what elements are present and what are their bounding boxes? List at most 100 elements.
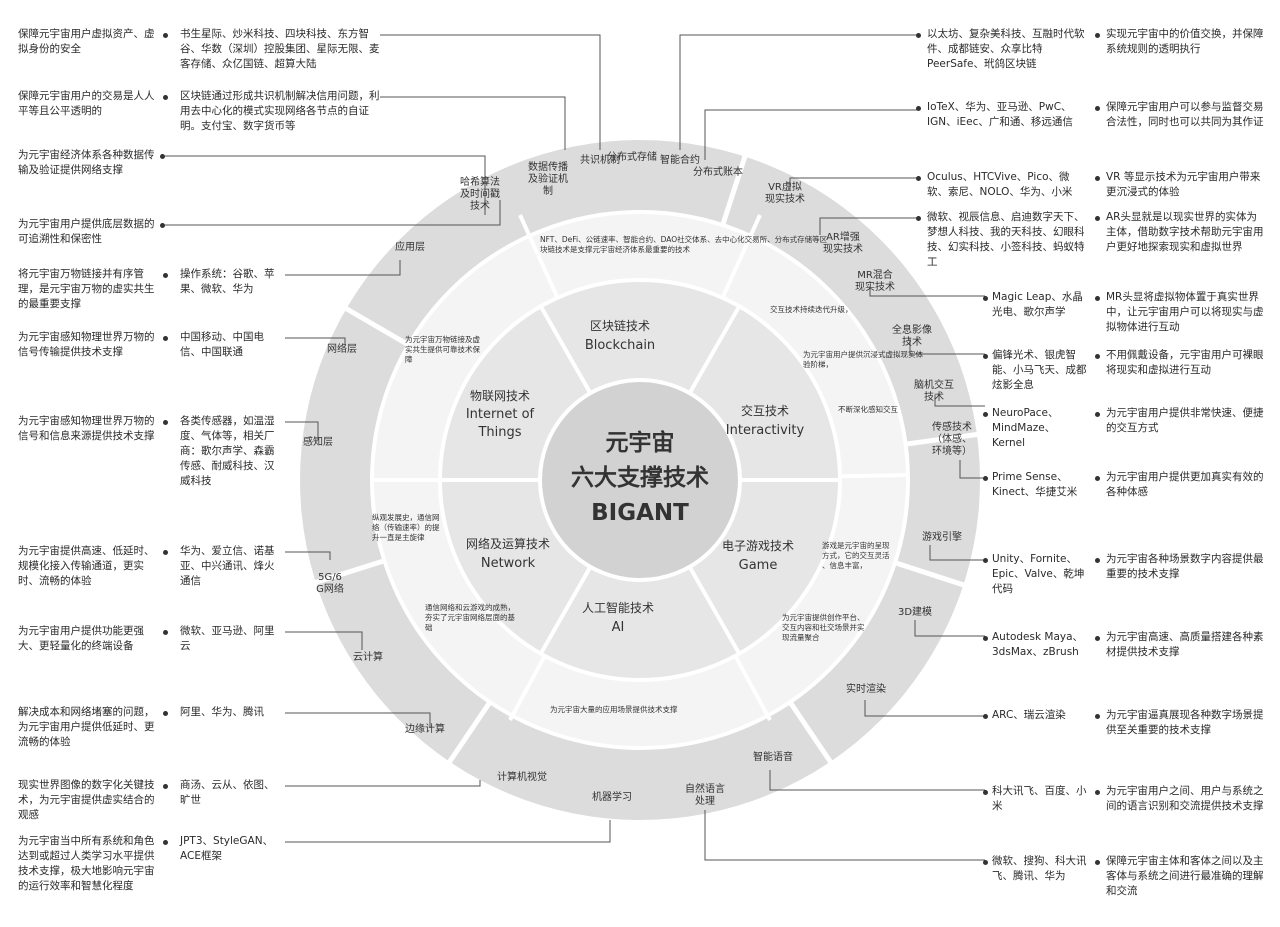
- outer-segment-10: 脑机交互技术: [914, 378, 954, 403]
- bullet-dot: [163, 273, 168, 278]
- outer-segment-4: 智能合约: [660, 153, 700, 166]
- bullet-dot: [916, 33, 921, 38]
- bullet-dot: [916, 216, 921, 221]
- inner-note-interactivity_1: 交互技术持续迭代升级，: [770, 304, 853, 314]
- bullet-dot: [160, 154, 165, 159]
- right-purpose-10: 为元宇宙高速、高质量搭建各种素材提供技术支撑: [1106, 631, 1264, 658]
- inner-notes: NFT、DeFi、公链速率、智能合约、DAO社交体系、去中心化交易所、分布式存储…: [372, 234, 923, 714]
- right-purpose-4: AR头显就是以现实世界的实体为主体，借助数字技术帮助元宇宙用户更好地探索现实和虚…: [1106, 211, 1264, 253]
- bullet-dot: [983, 790, 988, 795]
- bullet-dot: [983, 476, 988, 481]
- right-companies-13: 微软、搜狗、科大讯飞、腾讯、华为: [992, 855, 1087, 882]
- core-tech-cn-4: 网络及运算技术: [466, 536, 550, 551]
- bullet-dot: [160, 223, 165, 228]
- bullet-dot: [983, 296, 988, 301]
- core-tech-en-0: Blockchain: [585, 338, 655, 353]
- right-purpose-12: 为元宇宙用户之间、用户与系统之间的语言识别和交流提供技术支撑: [1106, 785, 1264, 812]
- outer-segment-24: 应用层: [395, 240, 425, 253]
- left-purpose-12: 为元宇宙当中所有系统和角色达到或超过人类学习水平提供技术支撑，极大地影响元宇宙的…: [18, 835, 155, 892]
- bullet-dot: [983, 860, 988, 865]
- core-tech-labels: 区块链技术 Blockchain 交互技术 Interactivity 电子游戏技术 Ga…: [466, 318, 805, 635]
- outer-segment-19: 边缘计算: [405, 722, 445, 735]
- right-purpose-11: 为元宇宙逼真展现各种数字场景提供至关重要的技术支撑: [1106, 709, 1264, 736]
- outer-segment-20: 云计算: [353, 650, 383, 663]
- left-companies-6: 中国移动、中国电信、中国联通: [180, 331, 264, 358]
- right-companies-8: Prime Sense、Kinect、华捷艾米: [992, 471, 1078, 498]
- left-purpose-6: 为元宇宙感知物理世界万物的信号传输提供技术支撑: [18, 331, 155, 358]
- left-companies-2: 区块链通过形成共识机制解决信用问题，利用去中心化的模式实现网络各节点的自证明。支…: [180, 90, 380, 132]
- inner-note-network_1: 纵观发展史，通信网络（传输速率）的提升一直是主旋律: [372, 512, 440, 542]
- outer-segment-18: 计算机视觉: [497, 770, 547, 783]
- outer-segment-labels: 哈希算法及时间戳技术数据传播及验证机制共识机制分布式存储智能合约分布式账本VR虚…: [303, 150, 972, 807]
- outer-segment-15: 智能语音: [753, 750, 793, 763]
- bullet-dot: [163, 630, 168, 635]
- core-tech-cn-2: 电子游戏技术: [722, 539, 794, 553]
- right-purpose-3: VR 等显示技术为元宇宙用户带来更沉浸式的体验: [1106, 171, 1261, 198]
- outer-segment-2: 共识机制: [580, 153, 620, 166]
- bullet-dot: [983, 354, 988, 359]
- bullet-dot: [1095, 33, 1100, 38]
- bullet-dot: [1095, 860, 1100, 865]
- outer-segment-5: 分布式账本: [693, 165, 743, 178]
- core-tech-en-4: Network: [481, 556, 536, 571]
- right-companies-9: Unity、Fornite、Epic、Valve、乾坤代码: [992, 553, 1085, 595]
- right-companies-7: NeuroPace、MindMaze、Kernel: [992, 407, 1059, 449]
- center-circle: [538, 378, 742, 582]
- bullet-dot: [916, 176, 921, 181]
- left-companies-5: 操作系统：谷歌、苹果、微软、华为: [180, 268, 275, 295]
- right-purpose-7: 为元宇宙用户提供非常快速、便捷的交互方式: [1106, 407, 1264, 434]
- center-title-line3: BIGANT: [591, 500, 689, 526]
- core-tech-en-2: Game: [739, 558, 778, 573]
- outer-segment-3: 分布式存储: [607, 150, 657, 163]
- outer-segment-1: 数据传播及验证机制: [528, 160, 568, 197]
- right-purpose-1: 实现元宇宙中的价值交换，并保障系统规则的透明执行: [1106, 28, 1264, 55]
- right-purpose-5: MR头显将虚拟物体置于真实世界中，让元宇宙用户可以将现实与虚拟物体进行互动: [1106, 291, 1264, 333]
- right-companies-11: ARC、瑞云渲染: [992, 709, 1066, 721]
- bullet-dot: [1095, 790, 1100, 795]
- bullet-dot: [1095, 176, 1100, 181]
- bullet-dot: [163, 33, 168, 38]
- outer-segment-13: 3D建模: [898, 605, 932, 618]
- inner-note-interactivity_2: 为元宇宙用户提供沉浸式虚拟现实体验阶梯，: [803, 349, 923, 369]
- inner-note-network_2: 通信网络和云游戏的成熟，夯实了元宇宙网络层面的基础: [425, 602, 515, 632]
- right-purpose-13: 保障元宇宙主体和客体之间以及主客体与系统之间进行最准确的理解和交流: [1106, 855, 1264, 897]
- inner-note-game_1: 游戏是元宇宙的呈现方式，它的交互灵活、信息丰富，: [822, 540, 890, 570]
- right-purpose-6: 不用佩戴设备，元宇宙用户可裸眼将现实和虚拟进行互动: [1106, 349, 1264, 376]
- left-purpose-10: 解决成本和网络堵塞的问题，为元宇宙用户提供低延时、更流畅的体验: [18, 706, 155, 748]
- bullet-dot: [1095, 412, 1100, 417]
- core-tech-en-1: Interactivity: [726, 423, 805, 438]
- core-tech-cn-3: 人工智能技术: [582, 600, 654, 615]
- bullet-dot: [1095, 476, 1100, 481]
- bullet-dot: [983, 636, 988, 641]
- outer-segment-16: 自然语言处理: [685, 782, 725, 807]
- core-tech-en-3: AI: [612, 620, 625, 635]
- left-purpose-4: 为元宇宙用户提供底层数据的可追溯性和保密性: [18, 218, 155, 245]
- left-purpose-8: 为元宇宙提供高速、低延时、规模化接入传输通道，更实时、流畅的体验: [18, 545, 155, 587]
- left-purpose-5: 将元宇宙万物链接并有序管理，是元宇宙万物的虚实共生的最重要支撑: [18, 268, 155, 310]
- bullet-dot: [1095, 558, 1100, 563]
- left-purpose-1: 保障元宇宙用户虚拟资产、虚拟身份的安全: [18, 28, 155, 55]
- bullet-dot: [163, 784, 168, 789]
- core-tech-cn-0: 区块链技术: [590, 318, 650, 333]
- right-companies-5: Magic Leap、水晶光电、歌尔声学: [992, 291, 1083, 318]
- outer-segment-11: 传感技术（体感、环境等）: [932, 420, 972, 457]
- right-companies-12: 科大讯飞、百度、小米: [992, 785, 1087, 812]
- bullet-dot: [1095, 216, 1100, 221]
- outer-segment-23: 网络层: [327, 342, 357, 355]
- right-companies-6: 偏锋光术、银虎智能、小马飞天、成都炫影全息: [992, 349, 1087, 391]
- bullet-dot: [983, 558, 988, 563]
- outer-segment-7: AR增强现实技术: [823, 230, 863, 255]
- center-title-line2: 六大支撑技术: [571, 465, 709, 491]
- outer-segment-14: 实时渲染: [846, 682, 886, 695]
- bullet-dot: [163, 711, 168, 716]
- core-tech-cn-1: 交互技术: [741, 403, 789, 418]
- left-companies-10: 阿里、华为、腾讯: [180, 706, 264, 718]
- core-tech-cn-5: 物联网技术: [470, 389, 530, 403]
- outer-segment-6: VR虚拟现实技术: [765, 180, 805, 205]
- right-connectors: [679, 34, 985, 861]
- left-purpose-2: 保障元宇宙用户的交易是人人平等且公平透明的: [18, 90, 155, 117]
- bullet-dot: [163, 420, 168, 425]
